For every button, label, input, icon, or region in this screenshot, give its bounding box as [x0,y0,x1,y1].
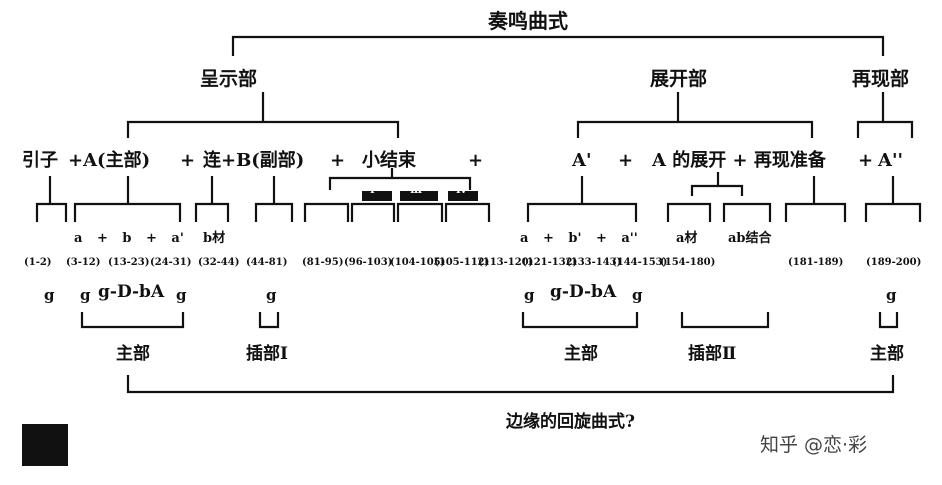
rondo-main-label: 主部 [870,344,904,364]
measure-number: (81-95) [302,257,344,268]
codetta-label: 小结束 [362,150,416,171]
logo-icon [22,424,68,466]
measure-number: (113-120) [478,257,534,268]
motif-label: a材 [676,231,698,246]
measure-number: (154-180) [660,257,716,268]
a-prime-label: A' [572,150,592,171]
measure-number: (96-103) [344,257,393,268]
measure-number: (24-31) [150,257,192,268]
plus-sign: + [180,150,196,171]
key-progression-label: g-D-bA [98,282,165,302]
key-label: g [886,286,897,304]
motif-label: ab结合 [728,231,772,246]
plus-sign: + [618,150,634,171]
measure-number: (181-189) [788,257,844,268]
intro-label: 引子 [22,150,58,171]
key-label: g [266,286,277,304]
codetta-numeral: Ⅳ [456,185,468,196]
rondo-episode-label: 插部Ⅱ [688,344,737,364]
plus-sign: + [858,150,874,171]
plus-sign: + [468,150,484,171]
key-label: g [632,286,643,304]
measure-number: (144-153) [612,257,668,268]
rondo-episode-label: 插部Ⅰ [246,344,288,364]
measure-number: (32-44) [198,257,240,268]
motif-label: b材 [203,231,226,246]
development-theme-label: A 的展开 + 再现准备 [652,150,826,171]
diagram-title: 奏鸣曲式 [488,9,568,33]
codetta-numeral: Ⅲ [410,185,423,196]
recapitulation-label: 再现部 [852,68,910,90]
bridge-subtheme-label: 连+B(副部) [203,150,305,171]
key-label: g [524,286,535,304]
codetta-numeral: Ⅰ [370,185,375,196]
measure-number: (189-200) [866,257,922,268]
main-theme-label: +A(主部) [68,150,151,171]
rondo-main-label: 主部 [116,344,150,364]
key-progression-label: g-D-bA [550,282,617,302]
motif-label: a + b + a' [74,231,184,246]
key-label: g [176,286,187,304]
key-label: g [80,286,91,304]
rondo-question-label: 边缘的回旋曲式? [506,412,635,432]
watermark-text: 知乎 @恋·彩 [760,434,868,456]
development-label: 展开部 [650,68,708,90]
motif-label: a + b' + a'' [520,231,638,246]
plus-sign: + [330,150,346,171]
rondo-main-label: 主部 [564,344,598,364]
measure-number: (1-2) [24,257,52,268]
measure-number: (105-112) [434,257,490,268]
measure-number: (133-143) [566,257,622,268]
measure-number: (44-81) [246,257,288,268]
measure-number: (104-105) [390,257,446,268]
measure-number: (3-12) [66,257,101,268]
measure-number: (121-132) [522,257,578,268]
measure-number: (13-23) [108,257,150,268]
a-double-prime-label: A'' [878,150,903,171]
exposition-label: 呈示部 [200,68,258,90]
key-label: g [44,286,55,304]
